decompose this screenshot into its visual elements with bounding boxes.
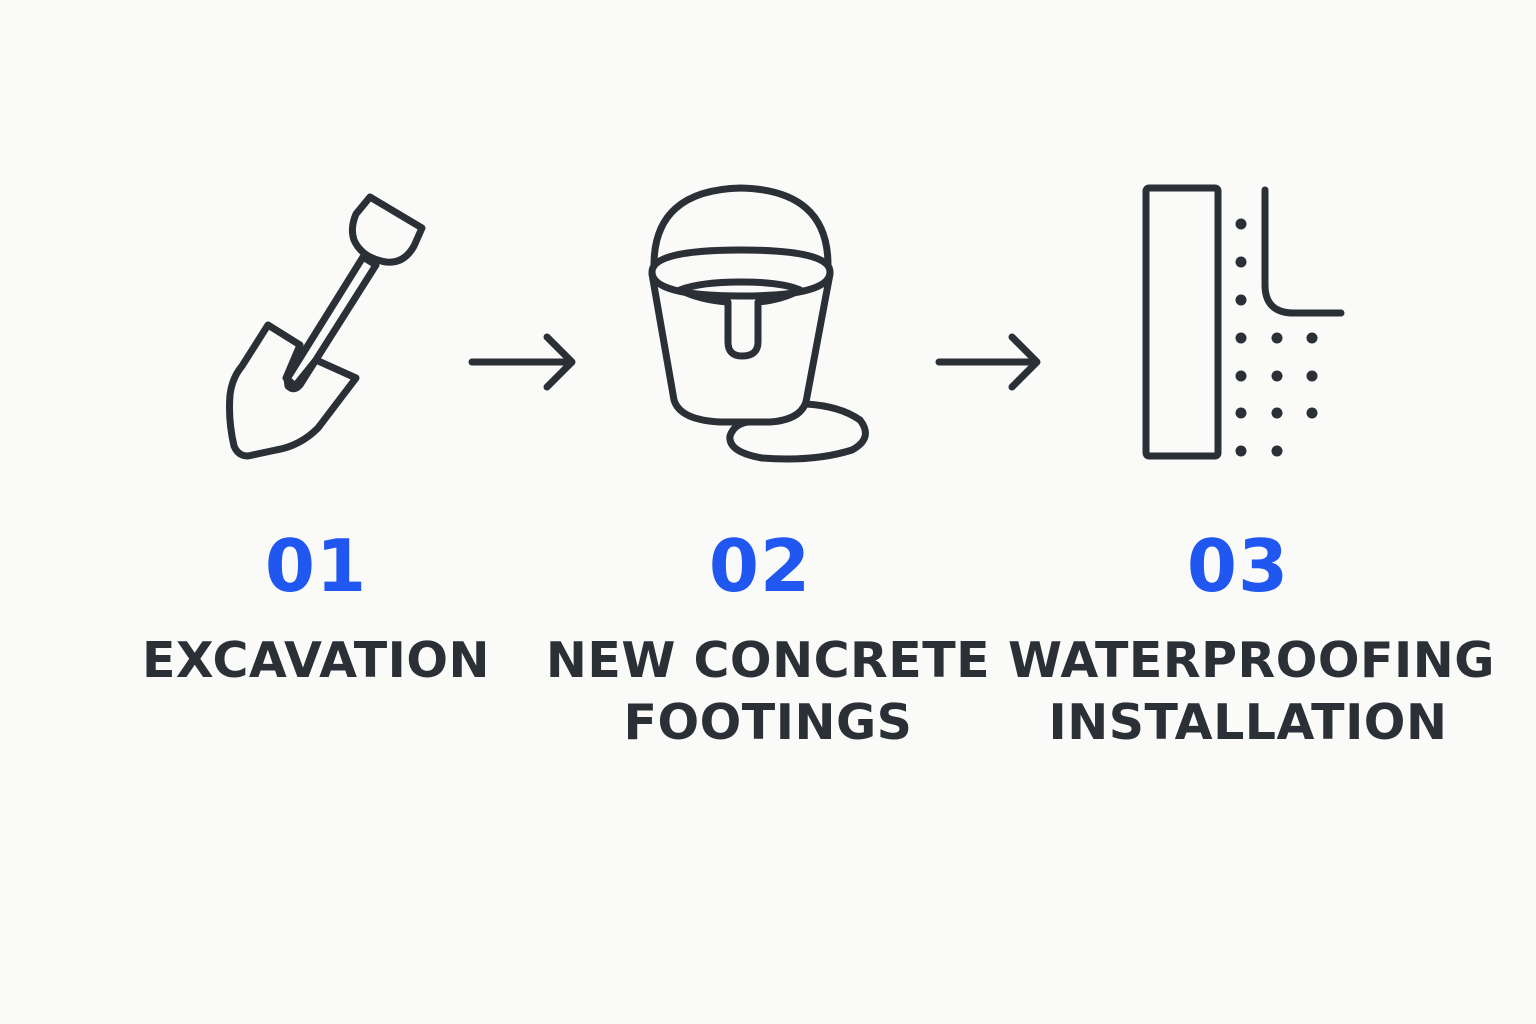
waterproofing-membrane-icon [1142, 184, 1345, 460]
arrow-right-icon [935, 333, 1041, 391]
step-number: 01 [264, 524, 368, 608]
bucket-handle [650, 184, 832, 269]
step-label: NEW CONCRETE FOOTINGS [528, 630, 1008, 754]
shovel-icon [226, 193, 426, 460]
drainage-dots [1235, 218, 1318, 457]
step-label: WATERPROOFING INSTALLATION [1008, 630, 1495, 754]
concrete-puddle [726, 400, 869, 463]
bucket-drip [676, 278, 804, 360]
step-number: 02 [708, 524, 812, 608]
step-label-line: EXCAVATION [141, 632, 491, 689]
step-label-line: INSTALLATION [1048, 694, 1448, 751]
shovel-blade [226, 321, 360, 460]
arrow-right-icon [468, 333, 576, 391]
step-label-line: FOOTINGS [623, 694, 913, 751]
concrete-bucket-icon [648, 184, 869, 463]
step-label-line: WATERPROOFING [1008, 632, 1495, 689]
step-label: EXCAVATION [76, 630, 556, 692]
step-number: 03 [1186, 524, 1290, 608]
membrane-line [1261, 186, 1345, 317]
foundation-wall [1142, 184, 1222, 460]
shovel-grip [348, 193, 426, 266]
step-label-line: NEW CONCRETE [545, 632, 991, 689]
